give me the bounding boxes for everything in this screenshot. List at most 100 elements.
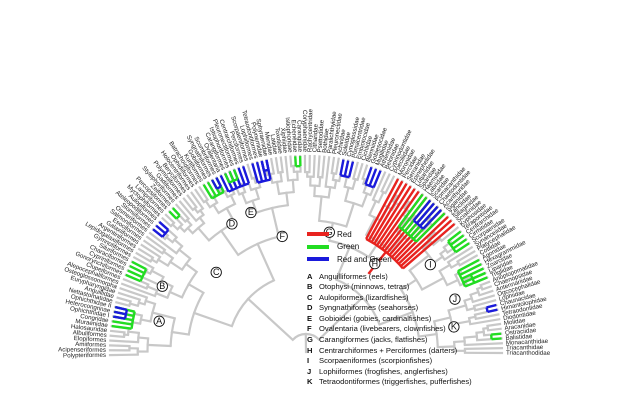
branch-segment	[447, 304, 468, 312]
branch-segment	[378, 310, 414, 326]
branch-segment	[384, 175, 396, 195]
lineage-stem	[127, 269, 143, 279]
branch-segment	[170, 222, 180, 231]
branch-segment	[240, 191, 248, 205]
lineage-arc	[175, 214, 181, 220]
clade-node-j: J	[449, 293, 461, 305]
colored-lineages	[111, 156, 502, 341]
lineage-stem	[400, 196, 428, 230]
colored-lineage-green	[294, 156, 302, 168]
branch-segment	[351, 161, 359, 180]
branch-segment	[168, 290, 184, 299]
tip-label: Citharidae	[311, 123, 319, 152]
branch-segment	[187, 282, 205, 295]
clade-node-b: B	[156, 280, 168, 292]
branch-segment	[194, 188, 206, 204]
branch-arc	[272, 180, 282, 184]
lineage-stem	[131, 260, 147, 271]
lineage-stem	[400, 219, 453, 267]
lineage-stem	[452, 238, 468, 250]
branch-segment	[145, 235, 167, 252]
tip-label: Aracanidae	[504, 321, 536, 332]
lineage-stem	[206, 181, 217, 197]
branch-segment	[474, 313, 500, 321]
lineage-stem	[237, 167, 246, 186]
lineage-stem	[491, 337, 502, 341]
branch-segment	[140, 243, 162, 259]
branch-segment	[229, 193, 237, 206]
branch-segment	[156, 258, 170, 268]
branch-segment	[330, 156, 336, 175]
lineage-stem	[224, 172, 231, 184]
colored-lineage-green	[224, 169, 239, 184]
branch-segment	[361, 164, 369, 181]
branch-segment	[360, 192, 369, 208]
tip-label: Acipenseriformes	[58, 346, 106, 353]
branch-segment	[463, 335, 479, 339]
lineage-stem	[152, 228, 164, 238]
branch-segment	[343, 186, 351, 203]
lineage-stem	[473, 276, 488, 284]
branch-segment	[182, 197, 195, 212]
branch-segment	[371, 171, 387, 202]
branch-segment	[184, 262, 199, 274]
legend-item-green: Green	[307, 241, 607, 254]
branch-segment	[117, 291, 142, 301]
colored-lineage-blue	[364, 166, 382, 189]
tip-label: Istiophoridae	[284, 117, 294, 153]
branch-segment	[334, 245, 352, 281]
lineage-stem	[215, 177, 223, 188]
lineage-stem	[455, 242, 470, 254]
branch-arc	[230, 279, 275, 327]
branch-segment	[178, 200, 198, 223]
colored-lineage-green	[447, 230, 470, 254]
tip-label: Triacanthidae	[506, 344, 544, 352]
clade-letter: H	[372, 258, 379, 268]
lineage-stem	[343, 160, 350, 177]
clade-node-e: E	[245, 206, 257, 219]
branch-arc	[310, 184, 320, 188]
legend-label-red: Red	[337, 229, 352, 239]
branch-segment	[164, 235, 175, 244]
branch-segment	[395, 216, 409, 233]
lineage-stem	[487, 308, 498, 314]
branch-segment	[168, 260, 184, 272]
lineage-arc	[257, 178, 271, 184]
branch-segment	[456, 249, 476, 263]
branch-arc	[187, 292, 205, 335]
branch-segment	[436, 345, 456, 349]
lineage-stem	[168, 210, 178, 220]
tip-label: Soleidae	[341, 131, 353, 157]
branch-arc	[146, 338, 150, 352]
lineage-stem	[228, 171, 235, 182]
branch-segment	[196, 226, 211, 242]
lineage-stem	[472, 271, 486, 280]
branch-segment	[344, 201, 356, 228]
lineage-stem	[397, 193, 424, 228]
branch-segment	[142, 239, 164, 255]
branch-segment	[219, 229, 240, 257]
lineage-stem	[449, 234, 465, 246]
lineage-stem	[373, 185, 412, 245]
lineage-stem	[114, 305, 128, 311]
branch-segment	[471, 294, 496, 304]
lineage-stem	[370, 183, 408, 243]
branch-segment	[453, 340, 466, 344]
branch-segment	[463, 342, 503, 347]
branch-segment	[284, 155, 290, 182]
branch-segment	[204, 199, 212, 209]
branch-segment	[269, 157, 276, 175]
colored-lineage-blue	[113, 305, 129, 320]
lineage-stem	[112, 320, 133, 326]
branch-segment	[426, 231, 437, 241]
branch-segment	[480, 285, 493, 291]
lineage-stem	[365, 178, 400, 240]
tip-label: Congridae	[80, 313, 110, 324]
lineage-stem	[113, 315, 126, 320]
branch-segment	[246, 163, 254, 180]
lineage-stem	[294, 156, 298, 167]
branch-segment	[132, 256, 155, 270]
branch-segment	[148, 231, 178, 255]
